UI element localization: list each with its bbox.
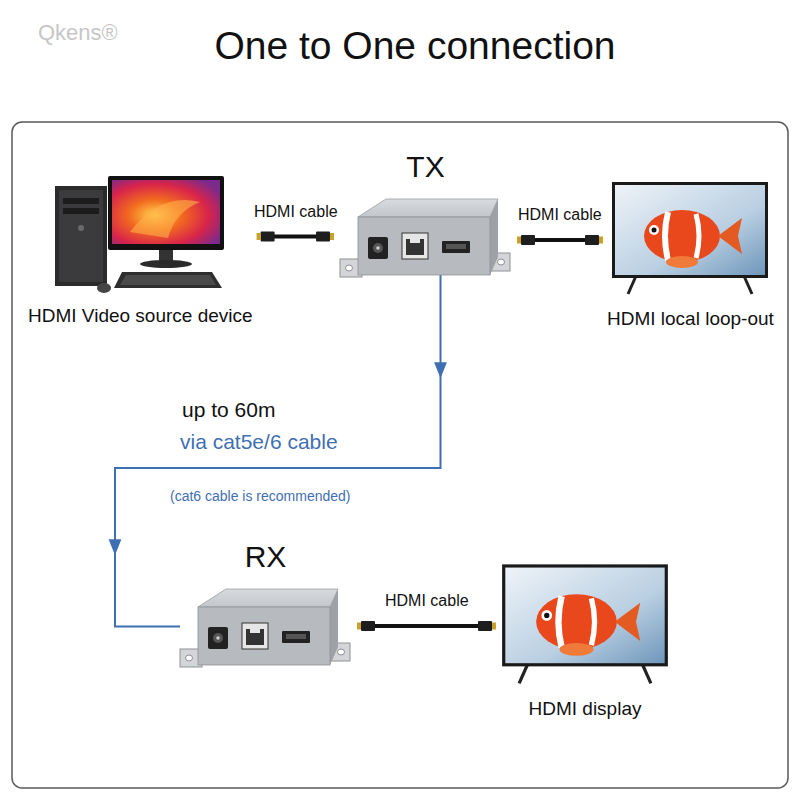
device-picture-use <box>340 199 510 277</box>
hdmi-plug <box>521 235 535 245</box>
title: One to One connection <box>214 24 615 67</box>
device-picture <box>178 577 353 677</box>
receiver-box: RX <box>178 540 353 677</box>
cable-label-wrap: HDMI cable <box>516 206 604 224</box>
panel-border <box>12 122 788 788</box>
title-wrap: One to One connection <box>30 24 800 69</box>
hdmi-plug-tip <box>492 623 496 630</box>
device-picture-use <box>502 564 668 683</box>
device-picture-use <box>612 182 768 294</box>
cable-label-wrap: HDMI cable <box>252 203 340 221</box>
distance-note: up to 60m <box>182 398 275 421</box>
hdmi-plug-tip <box>330 233 334 240</box>
device-picture <box>500 562 670 690</box>
label-wrap: via cat5e/6 cable <box>180 430 338 454</box>
cable-label: HDMI cable <box>516 206 604 223</box>
hdmi-plug <box>585 235 599 245</box>
hdmi-cable <box>527 238 593 242</box>
hdmi-cable <box>367 624 486 628</box>
cable-label: HDMI cable <box>252 203 340 220</box>
arrow-head <box>434 362 447 378</box>
device-caption: HDMI Video source device <box>28 305 253 327</box>
recommend-note: (cat6 cable is recommended) <box>170 488 351 504</box>
hdmi-cable <box>267 235 324 239</box>
device-tag: TX <box>406 150 444 185</box>
hdmi-plug <box>316 232 330 242</box>
loop-out-tv: HDMI local loop-out <box>607 180 774 330</box>
device-caption: HDMI display <box>529 698 642 720</box>
device-picture <box>50 172 230 297</box>
device-caption: HDMI local loop-out <box>607 308 774 330</box>
cable-label-wrap: HDMI cable <box>383 592 471 610</box>
device-picture-use <box>55 176 224 293</box>
hdmi-plug <box>261 232 275 242</box>
brand-logo: Qkens® <box>38 20 118 45</box>
arrow-head <box>109 539 122 555</box>
device-picture <box>338 187 513 287</box>
display-tv: HDMI display <box>500 562 670 720</box>
hdmi-plug-tip <box>517 237 521 244</box>
hdmi-plug-tip <box>257 233 261 240</box>
cable-note: via cat5e/6 cable <box>180 430 338 453</box>
cable-label: HDMI cable <box>383 592 471 609</box>
hdmi-plug <box>361 621 375 631</box>
device-picture-use <box>180 589 350 667</box>
hdmi-plug-tip <box>599 237 603 244</box>
transmitter-box: TX <box>338 150 513 287</box>
device-picture <box>610 180 770 300</box>
label-wrap: (cat6 cable is recommended) <box>170 487 351 505</box>
hdmi-plug-tip <box>357 623 361 630</box>
source-pc: HDMI Video source device <box>28 172 253 327</box>
label-wrap: Qkens® <box>38 20 118 45</box>
hdmi-plug <box>478 621 492 631</box>
label-wrap: up to 60m <box>182 398 275 422</box>
device-tag: RX <box>245 540 287 575</box>
